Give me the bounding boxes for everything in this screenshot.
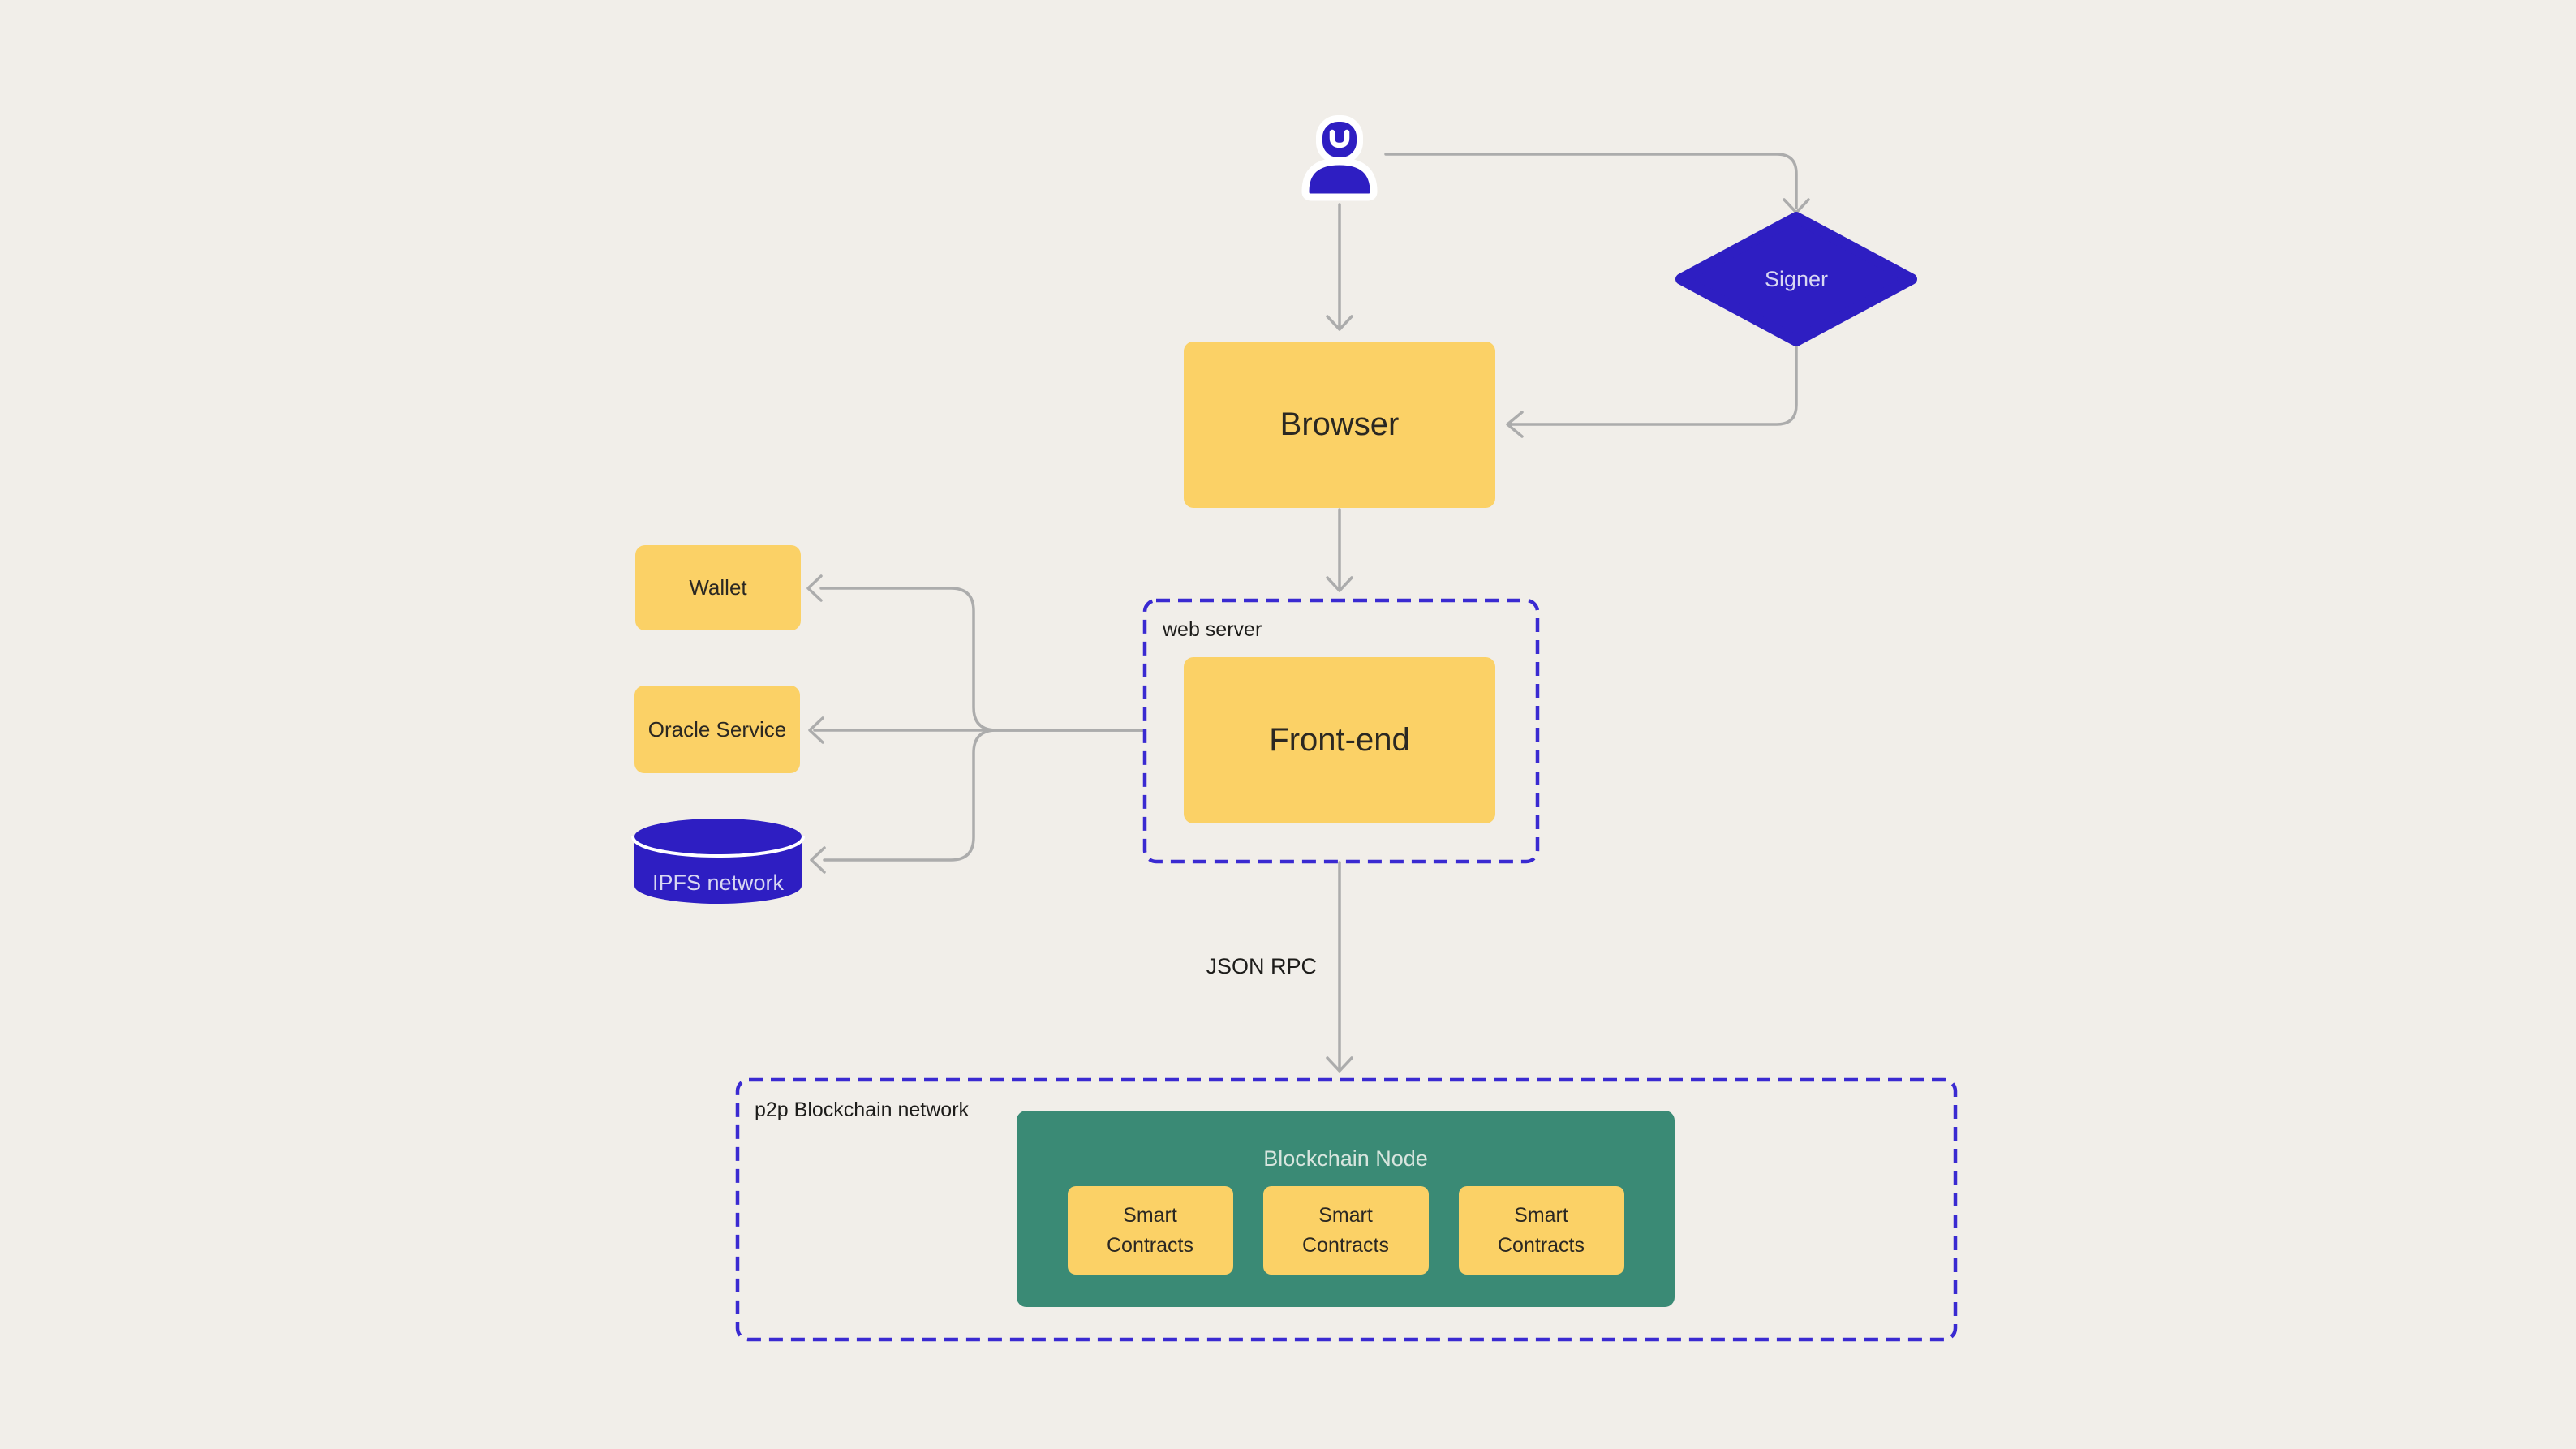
p2p-group-label: p2p Blockchain network [755, 1099, 970, 1121]
blockchain-node: Blockchain Node Smart Contracts Smart Co… [1017, 1111, 1675, 1307]
ipfs-cylinder [631, 819, 805, 904]
smart-contracts-label: Smart Contracts [1498, 1204, 1585, 1257]
edge-webserver-to-p2p [1326, 861, 1353, 1073]
signer-diamond [1675, 212, 1917, 346]
browser-label: Browser [1279, 406, 1400, 442]
ipfs-network-label: IPFS network [652, 871, 785, 895]
blockchain-node-label: Blockchain Node [1263, 1146, 1428, 1171]
smart-contracts-node: Smart Contracts [1262, 1186, 1429, 1275]
wallet-node: Wallet [635, 545, 801, 630]
frontend-label: Front-end [1269, 722, 1410, 758]
smart-contracts-row: Smart Contracts Smart Contracts Smart Co… [1017, 1186, 1675, 1275]
oracle-service-node: Oracle Service [634, 686, 800, 773]
json-rpc-edge-label: JSON RPC [1206, 954, 1317, 978]
edge-user-to-browser [1326, 203, 1353, 331]
edge-frontend-to-wallet [806, 574, 1146, 732]
smart-contracts-label: Smart Contracts [1107, 1204, 1193, 1257]
edge-browser-to-webserver [1326, 508, 1353, 592]
browser-node: Browser [1184, 342, 1495, 508]
edge-signer-to-browser [1506, 340, 1798, 438]
webserver-group-label: web server [1163, 618, 1262, 641]
smart-contracts-label: Smart Contracts [1302, 1204, 1389, 1257]
signer-label: Signer [1764, 267, 1829, 291]
oracle-service-label: Oracle Service [647, 716, 787, 742]
smart-contracts-node: Smart Contracts [1458, 1186, 1624, 1275]
smart-contracts-node: Smart Contracts [1067, 1186, 1233, 1275]
user-icon [1301, 115, 1378, 201]
edge-frontend-to-ipfs [810, 729, 1146, 874]
frontend-node: Front-end [1184, 657, 1495, 823]
edge-user-to-signer [1384, 153, 1810, 214]
wallet-label: Wallet [689, 575, 747, 600]
webserver-group-border [1142, 598, 1540, 864]
p2p-group-border [735, 1077, 1958, 1342]
